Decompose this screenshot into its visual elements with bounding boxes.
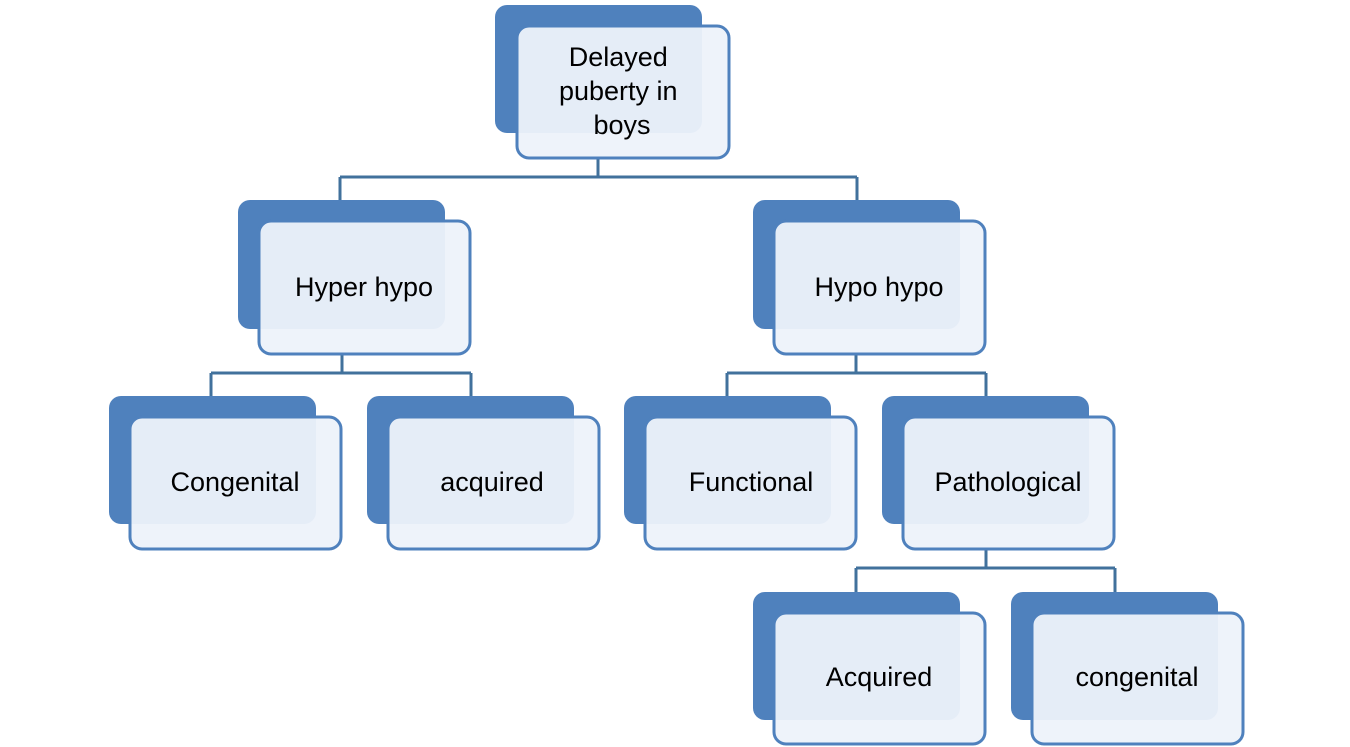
- node-hyper-hypo: Hyper hypo: [238, 200, 472, 356]
- node-hypo-functional: Functional: [624, 396, 858, 551]
- node-hypo-pathological-label: Pathological: [934, 467, 1081, 497]
- node-root-line-1: Delayed: [569, 42, 668, 72]
- node-hypo-hypo: Hypo hypo: [753, 200, 987, 356]
- node-hypo-hypo-label: Hypo hypo: [814, 272, 943, 302]
- node-root-label: Delayed puberty in boys: [559, 42, 685, 140]
- node-pathological-congenital: congenital: [1011, 592, 1245, 746]
- node-hyper-hypo-front: [257, 219, 472, 356]
- node-hyper-acquired-front: [386, 415, 601, 551]
- connector-hypo-to-children: [725, 354, 988, 396]
- connector-pathological-to-children: [854, 549, 1117, 592]
- node-hyper-acquired: acquired: [367, 396, 601, 551]
- node-hypo-functional-label: Functional: [689, 467, 814, 497]
- node-root-line-2: puberty in: [559, 76, 678, 106]
- node-root-front: [515, 24, 731, 160]
- connectors: [209, 158, 1117, 592]
- node-hypo-pathological: Pathological: [882, 396, 1116, 551]
- node-hypo-functional-front: [643, 415, 858, 551]
- node-hypo-pathological-front: [901, 415, 1116, 551]
- connector-root-to-level1: [338, 158, 859, 200]
- node-hypo-hypo-front: [772, 219, 987, 356]
- node-pathological-acquired: Acquired: [753, 592, 987, 746]
- node-pathological-acquired-label: Acquired: [826, 662, 933, 692]
- connector-hyper-to-children: [209, 354, 473, 396]
- node-hyper-congenital-label: Congenital: [170, 467, 299, 497]
- node-pathological-congenital-front: [1030, 611, 1245, 746]
- node-hyper-congenital: Congenital: [109, 396, 343, 551]
- node-root-line-3: boys: [593, 110, 650, 140]
- node-hyper-hypo-label: Hyper hypo: [295, 272, 433, 302]
- node-pathological-congenital-label: congenital: [1075, 662, 1198, 692]
- node-hyper-congenital-front: [128, 415, 343, 551]
- node-pathological-acquired-front: [772, 611, 987, 746]
- node-root: Delayed puberty in boys: [495, 5, 731, 160]
- node-hyper-acquired-label: acquired: [440, 467, 544, 497]
